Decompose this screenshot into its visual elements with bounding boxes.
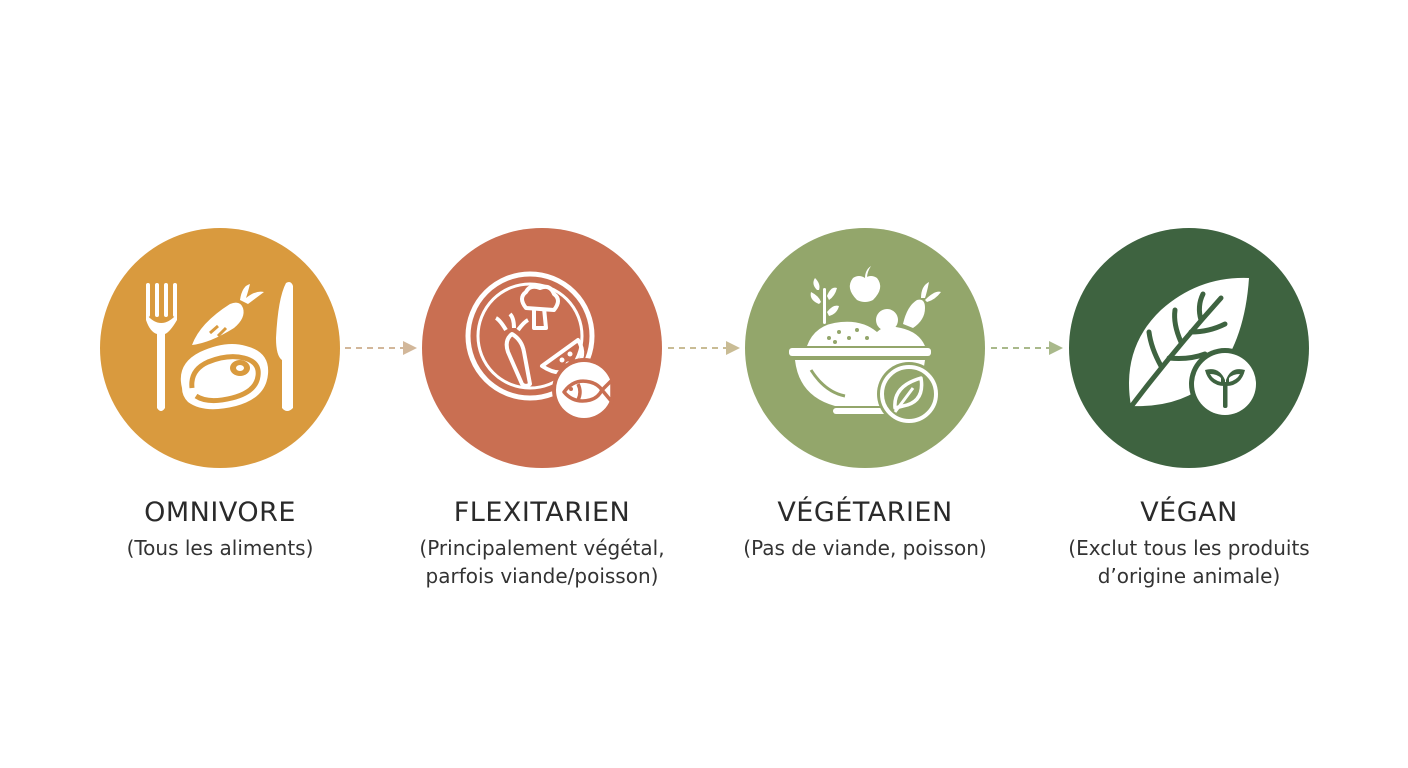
diet-title: FLEXITARIEN xyxy=(453,497,631,528)
arrow-right-icon xyxy=(989,338,1069,358)
diet-vegetarien: VÉGÉTARIEN (Pas de viande, poisson) xyxy=(715,228,1015,562)
leaf-sprout-icon xyxy=(1124,277,1261,420)
vegetarien-circle xyxy=(745,228,985,468)
salad-bowl-leaf-icon xyxy=(789,266,941,426)
diet-description: (Tous les aliments) xyxy=(126,536,314,560)
diet-title: VÉGAN xyxy=(1140,497,1238,528)
omnivore-circle xyxy=(100,228,340,468)
plate-vegetables-fish-icon xyxy=(465,271,616,422)
diet-description: (Principalement végétal, parfois viande/… xyxy=(419,536,665,588)
vegan-circle xyxy=(1069,228,1309,468)
diet-description: (Exclut tous les produits d’origine anim… xyxy=(1068,536,1310,588)
diet-description: (Pas de viande, poisson) xyxy=(743,536,987,560)
diet-title: VÉGÉTARIEN xyxy=(777,497,953,528)
diet-omnivore: OMNIVORE (Tous les aliments) xyxy=(70,228,370,562)
arrow-right-icon xyxy=(343,338,423,358)
diet-flexitarien: FLEXITARIEN (Principalement végétal, par… xyxy=(392,228,692,590)
fork-knife-carrot-steak-icon xyxy=(146,282,293,411)
arrow-right-icon xyxy=(666,338,746,358)
diet-title: OMNIVORE xyxy=(144,497,296,528)
flexitarien-circle xyxy=(422,228,662,468)
diet-vegan: VÉGAN (Exclut tous les produits d’origin… xyxy=(1039,228,1339,590)
